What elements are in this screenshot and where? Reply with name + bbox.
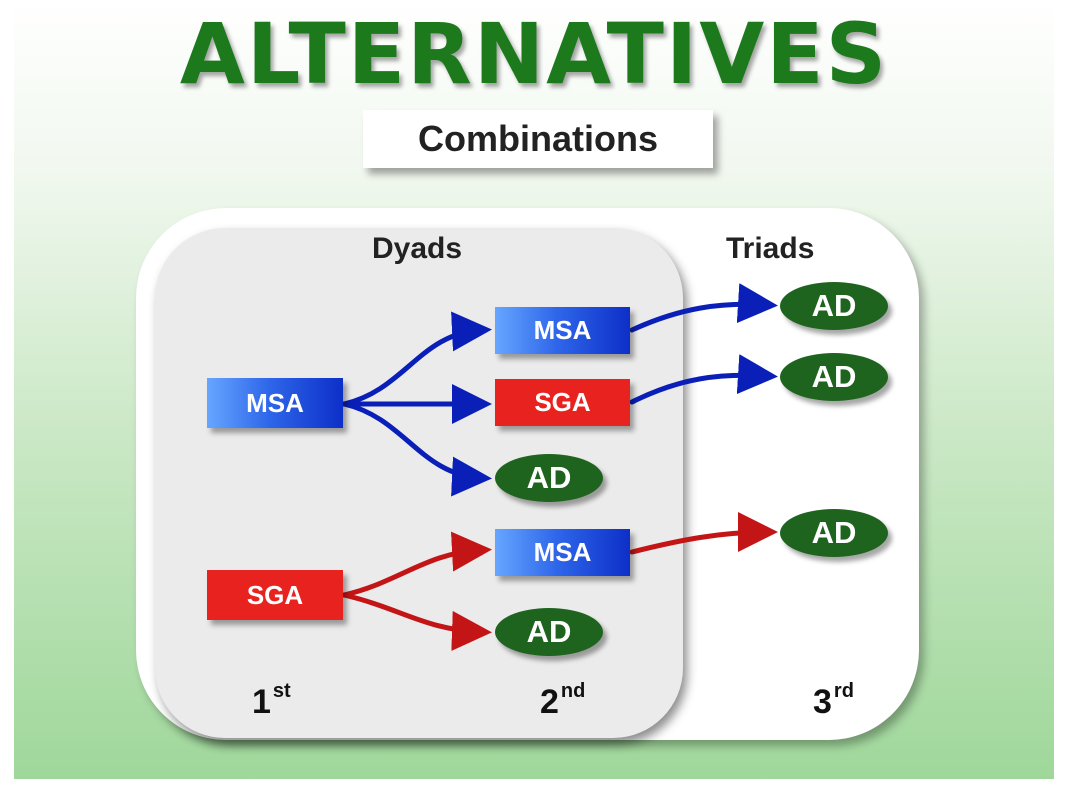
order-second-suffix: nd [560, 680, 586, 702]
subtitle-box: Combinations [363, 110, 713, 168]
order-first-suffix: st [272, 680, 291, 702]
node-first-sga: SGA [207, 570, 343, 620]
node-second-ad-top: AD [495, 454, 603, 502]
page-title: ALTERNATIVES [179, 5, 889, 103]
node-third-ad-3: AD [780, 509, 888, 557]
triads-header: Triads [726, 232, 815, 265]
node-second-ad-bottom: AD [495, 608, 603, 656]
arrow-msa3-to-ad [629, 512, 778, 555]
node-third-ad-1: AD [780, 282, 888, 330]
node-third-ad-2: AD [780, 353, 888, 401]
node-second-msa-top: MSA [495, 307, 630, 354]
order-first-number: 1 [252, 683, 271, 721]
node-second-sga: SGA [495, 379, 630, 426]
arrow-msa-to-ad [341, 401, 492, 497]
arrow-msa2-to-ad [629, 283, 778, 333]
arrow-sga-to-msa [341, 531, 492, 598]
order-third-number: 3 [813, 683, 832, 721]
node-first-msa: MSA [207, 378, 343, 428]
arrow-sga2-to-ad [629, 354, 778, 405]
dyads-header: Dyads [372, 232, 463, 265]
order-third-suffix: rd [833, 680, 854, 702]
order-second-number: 2 [540, 683, 559, 721]
arrow-msa-to-msa [341, 311, 492, 407]
node-second-msa-bottom: MSA [495, 529, 630, 576]
arrow-sga-to-ad [341, 592, 492, 651]
